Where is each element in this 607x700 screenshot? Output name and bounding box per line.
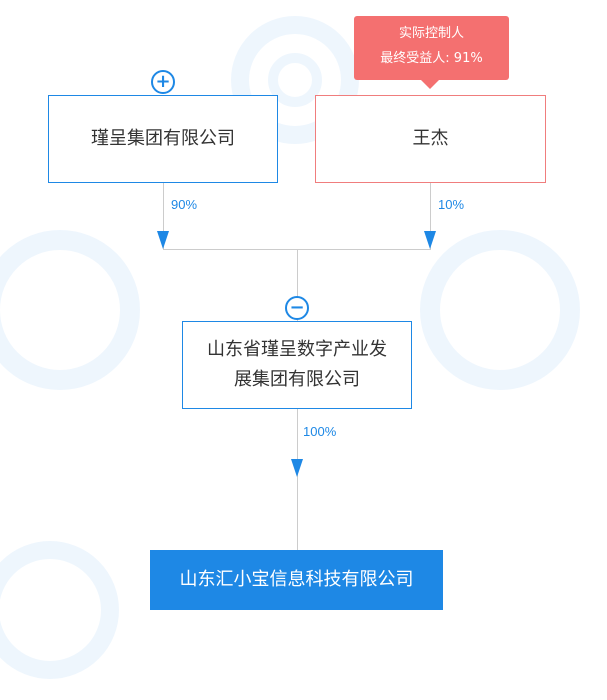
intermediate-name-line2: 展集团有限公司 bbox=[234, 369, 360, 390]
controller-badge-title: 实际控制人 bbox=[398, 26, 464, 41]
target-company-name: 山东汇小宝信息科技有限公司 bbox=[179, 569, 414, 590]
arrow-down-icon bbox=[157, 231, 169, 249]
shareholder-node-person[interactable]: 王杰 bbox=[315, 95, 546, 183]
connector-line bbox=[297, 249, 298, 321]
shareholder-name: 瑾呈集团有限公司 bbox=[91, 128, 235, 149]
arrow-down-icon bbox=[291, 459, 303, 477]
controller-badge-pointer bbox=[421, 80, 439, 89]
controller-badge: 实际控制人 最终受益人: 91% bbox=[354, 16, 509, 80]
intermediate-percent: 100% bbox=[303, 424, 337, 439]
shareholder-percent: 10% bbox=[438, 197, 465, 212]
shareholder-node-company[interactable]: 瑾呈集团有限公司 bbox=[48, 95, 278, 183]
intermediate-name-line1: 山东省瑾呈数字产业发 bbox=[207, 339, 387, 360]
expand-plus-icon[interactable]: + bbox=[151, 70, 175, 94]
watermark-logo-icon bbox=[0, 541, 119, 679]
connector-line bbox=[297, 408, 298, 550]
collapse-minus-icon[interactable]: − bbox=[285, 296, 309, 320]
controller-badge-benefit: 最终受益人: 91% bbox=[380, 51, 483, 66]
shareholder-name: 王杰 bbox=[412, 128, 449, 149]
equity-diagram: 90% 10% 100% 实际控制人 最终受益人: 91% + 瑾呈集团有限公司… bbox=[0, 16, 580, 679]
connector-line bbox=[430, 182, 431, 250]
target-company-node[interactable]: 山东汇小宝信息科技有限公司 bbox=[150, 550, 443, 610]
arrow-down-icon bbox=[424, 231, 436, 249]
shareholder-percent: 90% bbox=[171, 197, 198, 212]
intermediate-company-node[interactable]: 山东省瑾呈数字产业发 展集团有限公司 bbox=[182, 321, 412, 409]
watermark-logo-icon bbox=[0, 230, 140, 390]
connector-line bbox=[163, 182, 164, 250]
